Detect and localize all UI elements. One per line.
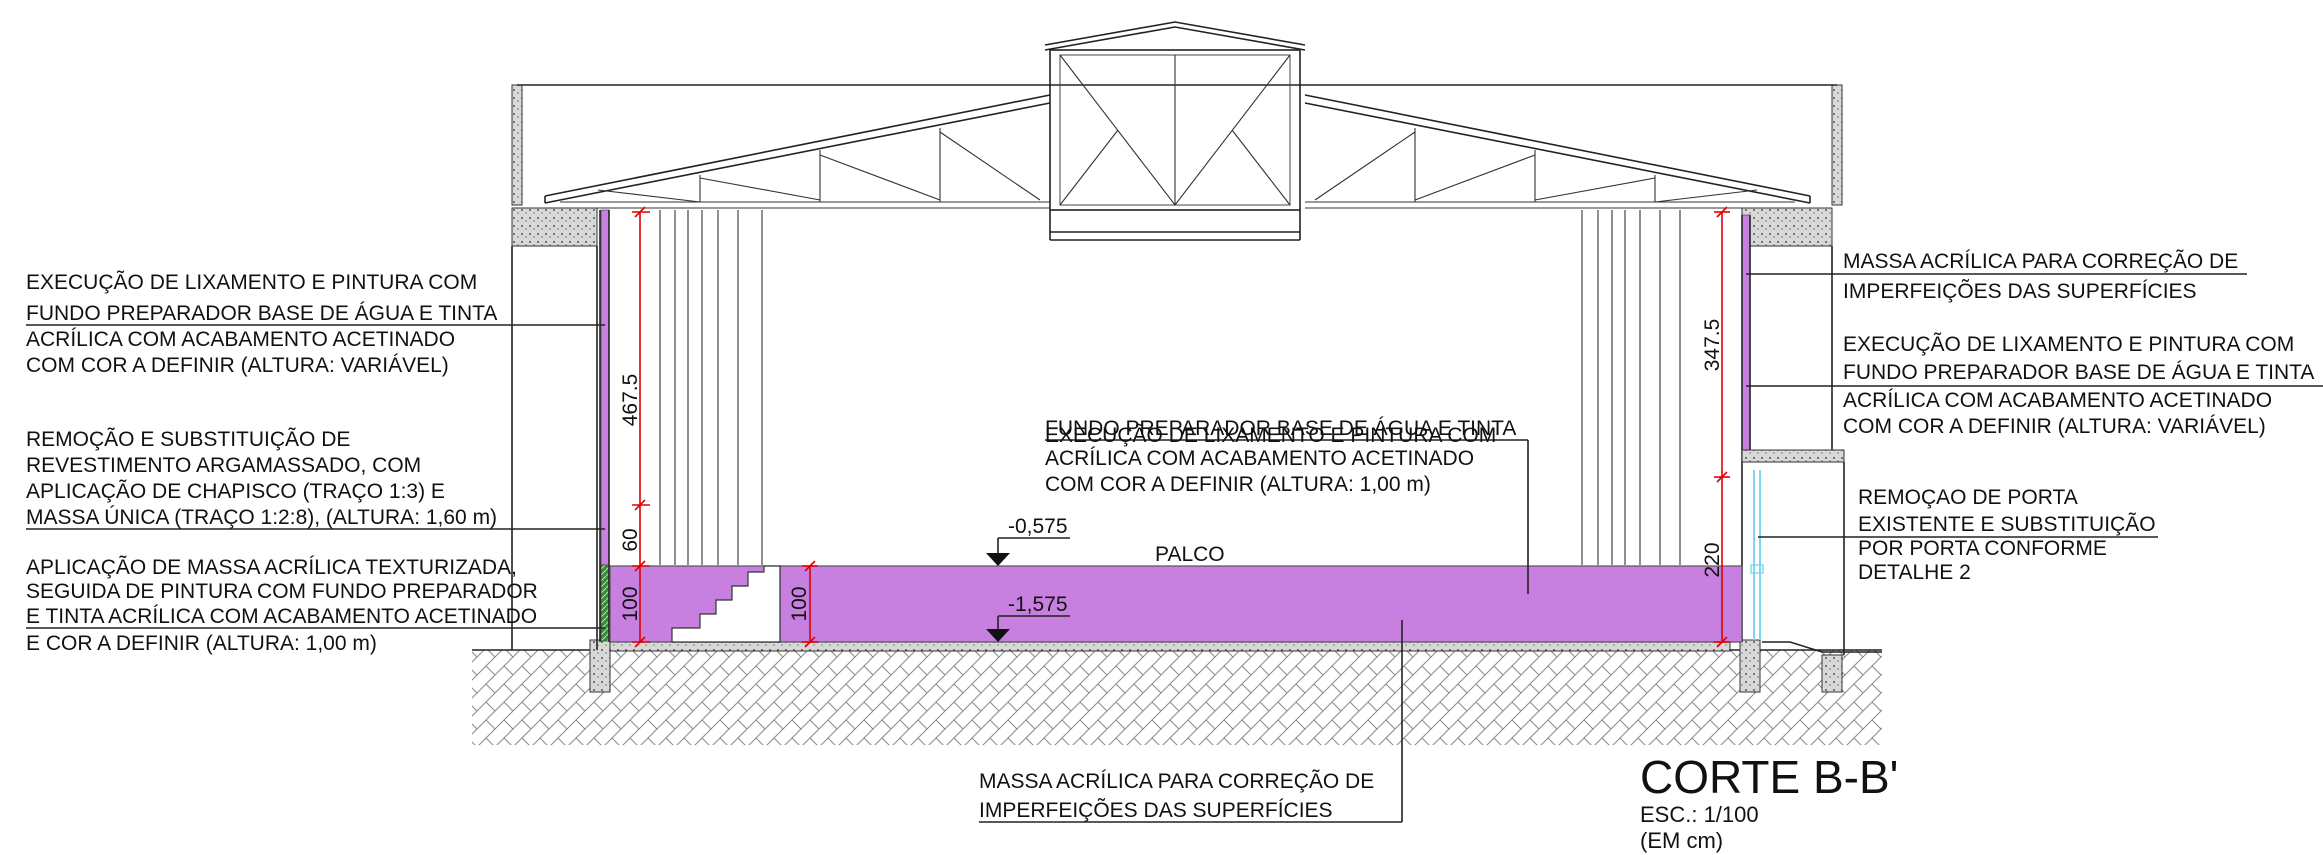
svg-text:MASSA ACRÍLICA PARA CORREÇÃO D: MASSA ACRÍLICA PARA CORREÇÃO DE xyxy=(979,769,1374,793)
backdrop-right xyxy=(1581,210,1681,565)
level-floor: -1,575 xyxy=(1008,593,1068,616)
stage xyxy=(609,565,1743,643)
note-bottom-putty: MASSA ACRÍLICA PARA CORREÇÃO DE IMPERFEI… xyxy=(979,769,1374,822)
section-scale: ESC.: 1/100 xyxy=(1640,802,1759,827)
roof-truss xyxy=(511,21,1843,241)
dim-left-upper: 467.5 xyxy=(619,374,642,427)
svg-text:APLICAÇÃO DE CHAPISCO (TRAÇO 1: APLICAÇÃO DE CHAPISCO (TRAÇO 1:3) E xyxy=(26,479,445,503)
note-left-render: REMOÇÃO E SUBSTITUIÇÃO DE REVESTIMENTO A… xyxy=(26,427,497,529)
svg-text:REMOÇAO DE PORTA: REMOÇAO DE PORTA xyxy=(1858,486,2078,509)
note-right-door: REMOÇAO DE PORTA EXISTENTE E SUBSTITUIÇÃ… xyxy=(1858,486,2156,584)
door xyxy=(1750,470,1764,640)
dim-right-low: 220 xyxy=(1701,542,1724,577)
svg-text:FUNDO PREPARADOR BASE DE ÁGUA: FUNDO PREPARADOR BASE DE ÁGUA E TINTA xyxy=(1045,417,1516,440)
section-units: (EM cm) xyxy=(1640,828,1723,853)
level-marker-stage xyxy=(986,537,1070,566)
title-block: CORTE B-B' ESC.: 1/100 (EM cm) xyxy=(1640,751,1898,853)
svg-text:REVESTIMENTO ARGAMASSADO, COM: REVESTIMENTO ARGAMASSADO, COM xyxy=(26,454,421,477)
svg-text:FUNDO PREPARADOR BASE DE ÁGUA: FUNDO PREPARADOR BASE DE ÁGUA E TINTA xyxy=(26,302,497,325)
dim-left-mid: 60 xyxy=(619,528,642,551)
note-center-paint: EXECUÇÃO DE LIXAMENTO E PINTURA COM FUND… xyxy=(1045,417,1516,496)
svg-text:EXECUÇÃO DE LIXAMENTO E PINTUR: EXECUÇÃO DE LIXAMENTO E PINTURA COM xyxy=(1843,332,2294,356)
svg-text:REMOÇÃO E SUBSTITUIÇÃO DE: REMOÇÃO E SUBSTITUIÇÃO DE xyxy=(26,427,350,451)
note-left-paint: EXECUÇÃO DE LIXAMENTO E PINTURA COM FUND… xyxy=(26,270,497,377)
svg-text:E COR A DEFINIR (ALTURA: 1,00: E COR A DEFINIR (ALTURA: 1,00 m) xyxy=(26,632,377,655)
note-right-paint: EXECUÇÃO DE LIXAMENTO E PINTURA COM FUND… xyxy=(1843,332,2314,438)
right-wall xyxy=(1741,207,1845,655)
svg-text:MASSA ÚNICA (TRAÇO 1:2:8), (AL: MASSA ÚNICA (TRAÇO 1:2:8), (ALTURA: 1,60… xyxy=(26,506,497,529)
level-marker-floor xyxy=(986,615,1070,642)
section-title: CORTE B-B' xyxy=(1640,751,1898,803)
svg-text:MASSA ACRÍLICA PARA CORREÇÃO D: MASSA ACRÍLICA PARA CORREÇÃO DE xyxy=(1843,249,2238,273)
svg-text:ACRÍLICA COM ACABAMENTO ACETIN: ACRÍLICA COM ACABAMENTO ACETINADO xyxy=(1045,447,1474,470)
dim-left-low: 100 xyxy=(619,586,642,621)
svg-text:E TINTA ACRÍLICA COM ACABAMENT: E TINTA ACRÍLICA COM ACABAMENTO ACETINAD… xyxy=(26,605,537,628)
dim-right-upper: 347.5 xyxy=(1701,319,1724,372)
svg-text:FUNDO PREPARADOR BASE DE ÁGUA: FUNDO PREPARADOR BASE DE ÁGUA E TINTA xyxy=(1843,361,2314,384)
svg-text:ACRÍLICA COM ACABAMENTO ACETIN: ACRÍLICA COM ACABAMENTO ACETINADO xyxy=(26,328,455,351)
stage-label: PALCO xyxy=(1155,543,1225,566)
svg-text:COM COR A DEFINIR (ALTURA: VAR: COM COR A DEFINIR (ALTURA: VARIÁVEL) xyxy=(1843,415,2266,438)
svg-text:IMPERFEIÇÕES DAS SUPERFÍCIES: IMPERFEIÇÕES DAS SUPERFÍCIES xyxy=(979,798,1333,822)
svg-text:POR PORTA CONFORME: POR PORTA CONFORME xyxy=(1858,537,2107,560)
dimension-lines xyxy=(632,206,1730,648)
level-stage-top: -0,575 xyxy=(1008,515,1068,538)
svg-text:DETALHE 2: DETALHE 2 xyxy=(1858,561,1971,584)
note-left-texture: APLICAÇÃO DE MASSA ACRÍLICA TEXTURIZADA,… xyxy=(26,555,538,655)
backdrop-left xyxy=(659,210,763,565)
svg-text:COM COR A DEFINIR (ALTURA: 1,0: COM COR A DEFINIR (ALTURA: 1,00 m) xyxy=(1045,473,1431,496)
svg-text:ACRÍLICA COM ACABAMENTO ACETIN: ACRÍLICA COM ACABAMENTO ACETINADO xyxy=(1843,389,2272,412)
left-wall xyxy=(511,207,610,650)
leader-lines xyxy=(26,273,2323,823)
svg-text:IMPERFEIÇÕES DAS SUPERFÍCIES: IMPERFEIÇÕES DAS SUPERFÍCIES xyxy=(1843,279,2197,303)
svg-text:SEGUIDA DE PINTURA COM FUNDO P: SEGUIDA DE PINTURA COM FUNDO PREPARADOR xyxy=(26,580,538,603)
note-right-putty: MASSA ACRÍLICA PARA CORREÇÃO DE IMPERFEI… xyxy=(1843,249,2238,303)
svg-text:EXECUÇÃO DE LIXAMENTO E PINTUR: EXECUÇÃO DE LIXAMENTO E PINTURA COM xyxy=(1045,423,1496,447)
svg-text:APLICAÇÃO DE MASSA ACRÍLICA TE: APLICAÇÃO DE MASSA ACRÍLICA TEXTURIZADA, xyxy=(26,555,517,579)
dim-stage: 100 xyxy=(788,586,811,621)
svg-text:COM COR A DEFINIR (ALTURA: VAR: COM COR A DEFINIR (ALTURA: VARIÁVEL) xyxy=(26,354,449,377)
ground xyxy=(472,639,1882,745)
svg-text:EXECUÇÃO DE LIXAMENTO E PINTUR: EXECUÇÃO DE LIXAMENTO E PINTURA COM xyxy=(26,270,477,294)
svg-text:EXISTENTE E SUBSTITUIÇÃO: EXISTENTE E SUBSTITUIÇÃO xyxy=(1858,512,2156,536)
